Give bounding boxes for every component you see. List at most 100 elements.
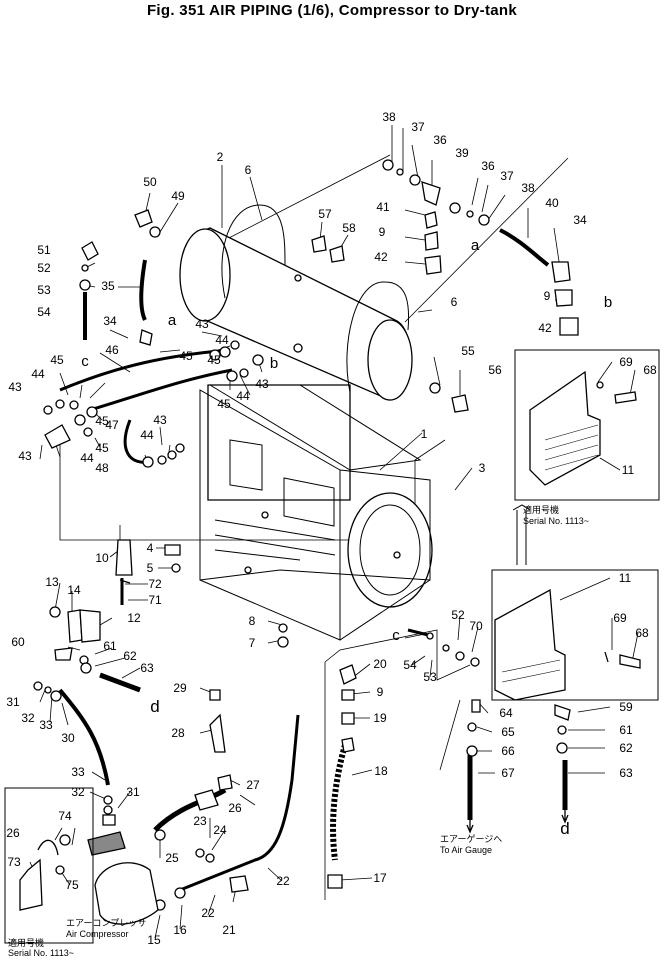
callout-65: 65 bbox=[501, 725, 515, 739]
callout-18: 18 bbox=[374, 764, 388, 778]
callout-61: 61 bbox=[619, 723, 633, 737]
callout-43: 43 bbox=[153, 413, 167, 427]
callout-5: 5 bbox=[147, 561, 154, 575]
callout-39: 39 bbox=[455, 146, 469, 160]
mounting-bracket-upper-box bbox=[512, 349, 660, 565]
callout-20: 20 bbox=[373, 657, 387, 671]
callout-37: 37 bbox=[411, 120, 425, 134]
callout-a: a bbox=[168, 312, 177, 329]
callout-51: 51 bbox=[37, 243, 51, 257]
callout-26: 26 bbox=[228, 801, 242, 815]
callout-21: 21 bbox=[222, 923, 236, 937]
callout-59: 59 bbox=[619, 700, 633, 714]
callout-45: 45 bbox=[50, 353, 64, 367]
callout-52: 52 bbox=[451, 608, 465, 622]
callout-labels: 38 37 36 39 36 37 38 40 34 41 9 42 a 9 b… bbox=[6, 110, 657, 947]
callout-45: 45 bbox=[179, 349, 193, 363]
callout-43: 43 bbox=[18, 449, 32, 463]
callout-32: 32 bbox=[71, 785, 85, 799]
callout-61: 61 bbox=[103, 639, 117, 653]
callout-68: 68 bbox=[635, 626, 649, 640]
callout-16: 16 bbox=[173, 923, 187, 937]
callout-4: 4 bbox=[147, 541, 154, 555]
callout-44: 44 bbox=[140, 428, 154, 442]
callout-42: 42 bbox=[374, 250, 388, 264]
callout-62: 62 bbox=[619, 741, 633, 755]
callout-7: 7 bbox=[249, 636, 256, 650]
gauge-note-jp: エアーゲージへ bbox=[440, 834, 503, 844]
callout-50: 50 bbox=[143, 175, 157, 189]
serial-note-upper-jp: 適用号機 bbox=[523, 505, 560, 515]
callout-69: 69 bbox=[613, 611, 627, 625]
callout-d: d bbox=[150, 697, 159, 716]
mounting-bracket-lower-box bbox=[491, 569, 659, 701]
callout-44: 44 bbox=[80, 451, 94, 465]
callout-70: 70 bbox=[469, 619, 483, 633]
callout-72: 72 bbox=[148, 577, 162, 591]
callout-14: 14 bbox=[67, 583, 81, 597]
callout-66: 66 bbox=[501, 744, 515, 758]
callout-9: 9 bbox=[377, 685, 384, 699]
callout-3: 3 bbox=[479, 461, 486, 475]
callout-6: 6 bbox=[451, 295, 458, 309]
compressor-note-jp: エアーコンプレッサ bbox=[66, 918, 147, 928]
callout-24: 24 bbox=[213, 823, 227, 837]
callout-45: 45 bbox=[217, 397, 231, 411]
callout-9: 9 bbox=[379, 225, 386, 239]
callout-47: 47 bbox=[105, 418, 119, 432]
callout-d: d bbox=[560, 819, 569, 838]
callout-55: 55 bbox=[461, 344, 475, 358]
callout-38: 38 bbox=[382, 110, 396, 124]
callout-56: 56 bbox=[488, 363, 502, 377]
callout-62: 62 bbox=[123, 649, 137, 663]
callout-64: 64 bbox=[499, 706, 513, 720]
callout-60: 60 bbox=[11, 635, 25, 649]
callout-68: 68 bbox=[643, 363, 657, 377]
callout-53: 53 bbox=[37, 283, 51, 297]
callout-37: 37 bbox=[500, 169, 514, 183]
callout-2: 2 bbox=[217, 150, 224, 164]
callout-71: 71 bbox=[148, 593, 162, 607]
callout-29: 29 bbox=[173, 681, 187, 695]
callout-8: 8 bbox=[249, 614, 256, 628]
gauge-note: To Air Gauge bbox=[440, 845, 493, 855]
callout-69: 69 bbox=[619, 355, 633, 369]
callout-42: 42 bbox=[538, 321, 552, 335]
callout-10: 10 bbox=[95, 551, 109, 565]
callout-44: 44 bbox=[31, 367, 45, 381]
callout-45: 45 bbox=[95, 414, 109, 428]
callout-73: 73 bbox=[7, 855, 21, 869]
callout-33: 33 bbox=[71, 765, 85, 779]
callout-35: 35 bbox=[101, 279, 115, 293]
callout-34: 34 bbox=[103, 314, 117, 328]
callout-30: 30 bbox=[61, 731, 75, 745]
callout-34: 34 bbox=[573, 213, 587, 227]
callout-33: 33 bbox=[39, 718, 53, 732]
callout-36: 36 bbox=[481, 159, 495, 173]
callout-52: 52 bbox=[37, 261, 51, 275]
callout-1: 1 bbox=[421, 427, 428, 441]
callout-28: 28 bbox=[171, 726, 185, 740]
callout-74: 74 bbox=[58, 809, 72, 823]
callout-c: c bbox=[81, 353, 89, 370]
callout-57: 57 bbox=[318, 207, 332, 221]
callout-46: 46 bbox=[105, 343, 119, 357]
callout-44: 44 bbox=[236, 389, 250, 403]
callout-36: 36 bbox=[433, 133, 447, 147]
callout-48: 48 bbox=[95, 461, 109, 475]
callout-b: b bbox=[604, 294, 612, 311]
callout-45: 45 bbox=[95, 441, 109, 455]
callout-54: 54 bbox=[37, 305, 51, 319]
callout-41: 41 bbox=[376, 200, 390, 214]
callout-22: 22 bbox=[276, 874, 290, 888]
callout-a: a bbox=[471, 237, 480, 254]
callout-49: 49 bbox=[171, 189, 185, 203]
callout-75: 75 bbox=[65, 878, 79, 892]
page-title: Fig. 351 AIR PIPING (1/6), Compressor to… bbox=[146, 2, 518, 19]
callout-6: 6 bbox=[245, 163, 252, 177]
callout-40: 40 bbox=[545, 196, 559, 210]
dry-tank-lower bbox=[347, 492, 433, 608]
callout-26: 26 bbox=[6, 826, 20, 840]
callout-27: 27 bbox=[246, 778, 260, 792]
dry-tank-upper bbox=[179, 204, 413, 401]
